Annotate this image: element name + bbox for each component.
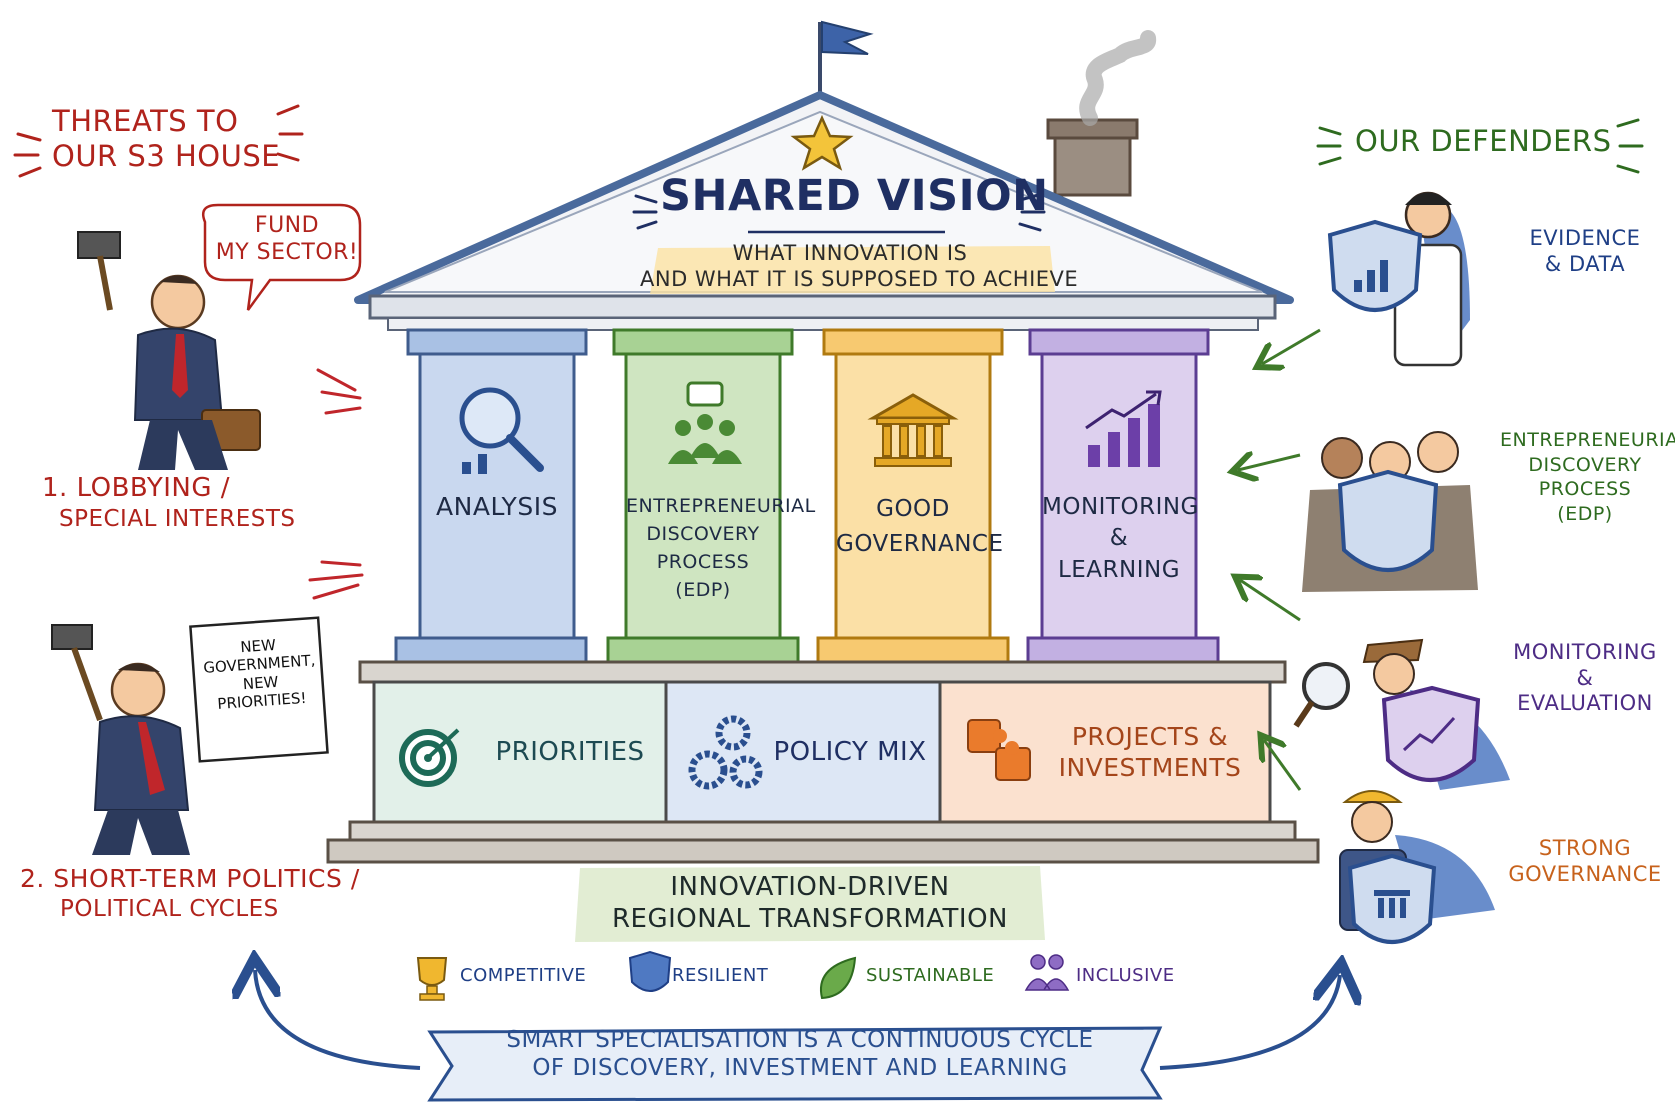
defender-arrows — [1238, 328, 1321, 791]
quality-sustainable: SUSTAINABLE — [866, 965, 995, 986]
flag-icon — [818, 20, 874, 100]
threat-1-label: 1. LOBBYING / SPECIAL INTERESTS — [42, 473, 296, 532]
protest-sign — [189, 616, 329, 763]
threat-strike-lines — [308, 368, 364, 600]
foundation-label-priorities: PRIORITIES — [495, 737, 645, 767]
cycle-arrow-right — [1159, 975, 1340, 1070]
foundation-label-policy-mix: POLICY MIX — [773, 737, 927, 767]
chimney — [1046, 30, 1156, 197]
vision-dashes — [632, 192, 1046, 232]
data-shield-icon — [1327, 219, 1423, 312]
pillar-label-edp: ENTREPRENEURIAL DISCOVERY PROCESS (EDP) — [626, 495, 816, 602]
banner — [427, 1026, 1163, 1102]
roof — [354, 91, 1294, 331]
puzzle-icon — [967, 719, 1031, 781]
roof-title: SHARED VISION — [660, 171, 1049, 221]
pillar-monitoring — [1026, 328, 1220, 664]
threat-2-label: 2. SHORT-TERM POLITICS / POLITICAL CYCLE… — [20, 864, 360, 922]
people-icon — [1024, 954, 1070, 991]
defender-builder — [1339, 790, 1495, 944]
title-dashes-right — [1316, 118, 1644, 174]
gears-icon — [688, 715, 763, 790]
pillar-label-monitoring: MONITORING & LEARNING — [1042, 494, 1199, 583]
title-dashes-left — [13, 104, 304, 178]
defender-label-edp: ENTREPRENEURIAL DISCOVERY PROCESS (EDP) — [1500, 429, 1675, 526]
quality-competitive: COMPETITIVE — [460, 965, 587, 986]
threats-title: THREATS TO OUR S3 HOUSE — [52, 104, 281, 174]
pillar-label-good-governance: GOOD GOVERNANCE — [836, 496, 1004, 557]
people-chat-icon — [668, 381, 742, 464]
politician-figure — [51, 624, 190, 855]
growth-chart-icon — [1085, 390, 1162, 467]
base-label: INNOVATION-DRIVEN REGIONAL TRANSFORMATIO… — [611, 872, 1009, 934]
roof-subtitle: WHAT INNOVATION IS AND WHAT IT IS SUPPOS… — [640, 241, 1079, 291]
cycle-arrow-left — [255, 970, 421, 1070]
government-building-icon — [867, 393, 959, 467]
star-icon — [790, 114, 854, 171]
defender-label-monitoring: MONITORING & EVALUATION — [1513, 640, 1657, 716]
pillars — [394, 328, 1220, 664]
protest-sign-text: NEW GOVERNMENT, NEW PRIORITIES! — [202, 635, 316, 713]
lobbyist-figure — [77, 231, 261, 470]
foundation-label-projects: PROJECTS & INVESTMENTS — [1058, 722, 1242, 782]
shield-icon — [628, 950, 672, 992]
defender-label-governance: STRONG GOVERNANCE — [1508, 836, 1662, 886]
defenders-title: OUR DEFENDERS — [1355, 124, 1612, 158]
quality-resilient: RESILIENT — [672, 965, 769, 986]
defender-detective — [1293, 638, 1510, 790]
speech-bubble — [201, 203, 362, 311]
trophy-icon — [416, 957, 448, 1001]
defender-edp-group — [1302, 431, 1478, 592]
target-icon — [399, 728, 460, 787]
defender-scientist — [1327, 191, 1470, 367]
speech-bubble-text: FUND MY SECTOR! — [215, 213, 359, 265]
magnifier-chart-icon — [459, 387, 544, 474]
edp-shield-icon — [1337, 469, 1439, 572]
evaluation-shield-icon — [1381, 685, 1481, 782]
banner-text: SMART SPECIALISATION IS A CONTINUOUS CYC… — [506, 1027, 1094, 1082]
base-highlight — [575, 866, 1045, 942]
quality-inclusive: INCLUSIVE — [1076, 965, 1175, 986]
leaf-icon — [820, 956, 857, 1000]
pillar-label-analysis: ANALYSIS — [436, 492, 558, 521]
defender-label-evidence: EVIDENCE & DATA — [1529, 226, 1641, 276]
